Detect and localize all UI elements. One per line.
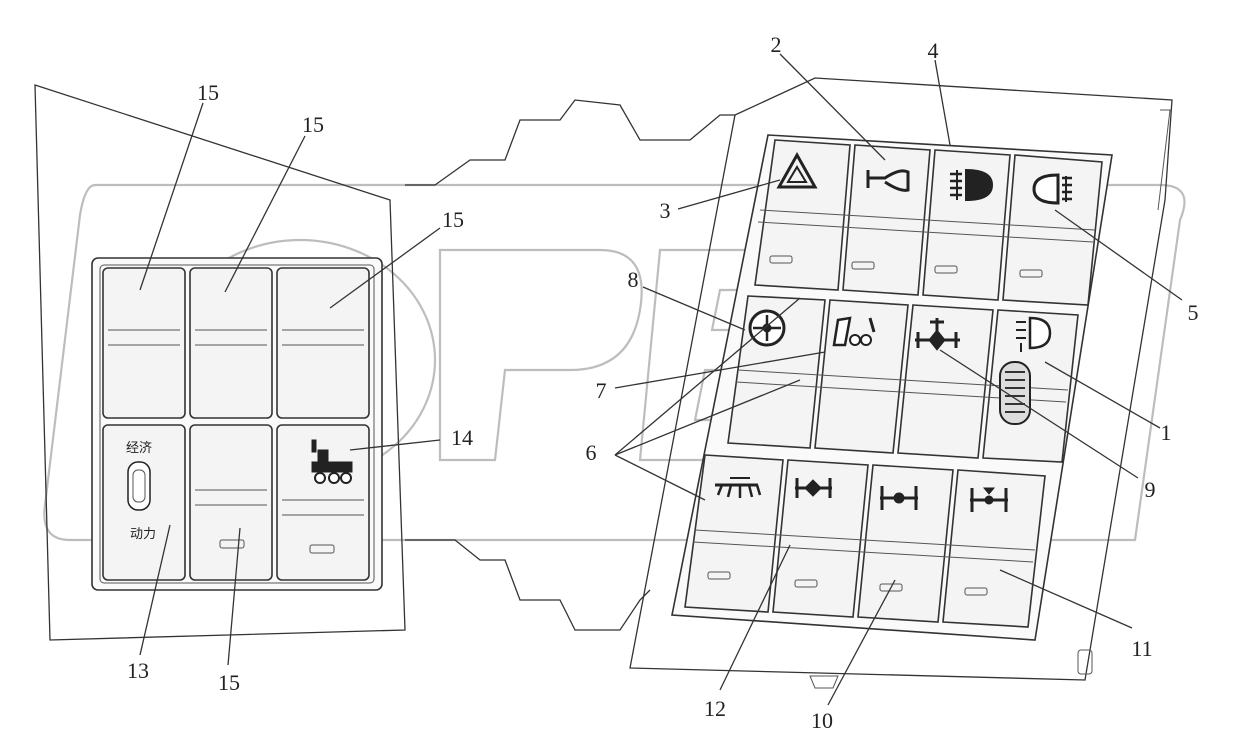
- front-fog-light-icon: [950, 168, 994, 202]
- pto-switch[interactable]: [276, 424, 370, 581]
- axle-lock-icon: [880, 486, 918, 510]
- left-switch-panel: [34, 84, 406, 641]
- blank-switch-4[interactable]: [189, 424, 273, 581]
- blank-switch-2[interactable]: [189, 267, 273, 419]
- economy-power-rocker-icon: [127, 461, 151, 511]
- seat-lift-icon: [832, 316, 876, 347]
- leader-lines: [139, 53, 1183, 706]
- callout-13: 13: [127, 658, 149, 683]
- callout-9: 9: [1145, 477, 1156, 502]
- callout-12: 12: [704, 696, 726, 721]
- callout-15-b: 15: [302, 112, 324, 137]
- hazard-triangle-icon: [776, 151, 818, 189]
- axle-lock-switch[interactable]: [857, 464, 954, 623]
- wheel-diff-lock-icon: [795, 478, 832, 498]
- callout-15-a: 15: [197, 80, 219, 105]
- wheel-diff-switch[interactable]: [772, 459, 869, 618]
- horn-switch[interactable]: [842, 144, 931, 296]
- right-switch-panel: [629, 77, 1173, 689]
- seat-switch[interactable]: [814, 299, 909, 454]
- callout-4: 4: [928, 38, 939, 63]
- gear-outline-lower: [405, 539, 651, 631]
- gear-outline: [405, 99, 735, 186]
- callout-15-c: 15: [442, 207, 464, 232]
- axle-lift-icon: [970, 487, 1008, 512]
- callout-3: 3: [660, 198, 671, 223]
- callout-2: 2: [771, 32, 782, 57]
- switch-top-label: 经济: [126, 441, 152, 456]
- blank-switch-3[interactable]: [276, 267, 370, 419]
- callout-6: 6: [586, 440, 597, 465]
- callout-10: 10: [811, 708, 833, 733]
- callout-labels: 15 15 15 15 13 14 2 4 3 5 8 7 6 1 9 11 1…: [127, 32, 1199, 733]
- horn-icon: [866, 169, 910, 192]
- inter-axle-lock-icon: [915, 318, 960, 351]
- callout-1: 1: [1161, 420, 1172, 445]
- rear-fog-switch[interactable]: [1002, 154, 1103, 306]
- callout-8: 8: [628, 267, 639, 292]
- callout-11: 11: [1131, 636, 1152, 661]
- callout-7: 7: [596, 378, 607, 403]
- pto-truck-icon: [311, 439, 353, 484]
- callout-5: 5: [1188, 300, 1199, 325]
- callout-14: 14: [451, 425, 473, 450]
- work-light-icon: [715, 477, 762, 498]
- thumbwheel[interactable]: [999, 361, 1031, 425]
- rear-fog-light-icon: [1032, 173, 1072, 205]
- blank-switch-1[interactable]: [102, 267, 186, 419]
- inter-axle-switch[interactable]: [897, 304, 994, 459]
- axle-lift-switch[interactable]: [942, 469, 1046, 628]
- switch-bottom-label: 动力: [130, 527, 156, 542]
- callout-15-d: 15: [218, 670, 240, 695]
- hazard-switch[interactable]: [754, 139, 851, 291]
- headlight-leveling-icon: [1016, 316, 1052, 352]
